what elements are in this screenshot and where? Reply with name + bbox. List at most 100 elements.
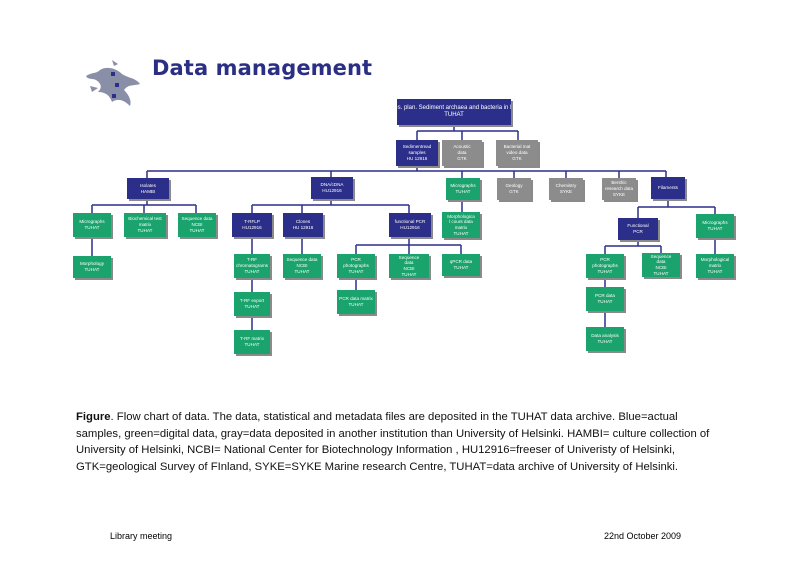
node-label: Bacterial mat — [503, 144, 531, 150]
slide-title: Data management — [152, 56, 373, 80]
node-label: video data — [506, 150, 528, 156]
node-label: GTK — [509, 189, 519, 194]
node-label: Filaments — [658, 185, 678, 191]
node-label: PCR data matrix — [339, 296, 373, 302]
node-label: Sequence data — [286, 257, 318, 263]
node-label: matrix — [138, 222, 152, 228]
node-label: HU 12916 — [406, 155, 428, 161]
node-label: NCBI — [403, 266, 415, 271]
node-label: TUHAT — [348, 268, 364, 274]
node-label: HU12916 — [322, 188, 342, 193]
node-label: TUHAT — [244, 304, 260, 309]
caption-label: Figure — [76, 411, 111, 423]
node-label: Data analysis — [591, 333, 619, 339]
node-label: Morphologica — [447, 213, 475, 219]
node-label: Sequence data — [181, 216, 213, 222]
node-label: functional PCR — [394, 219, 426, 225]
node-label: TUHAT — [453, 265, 469, 270]
node-label: T-RF export — [239, 298, 265, 304]
node-label: TUHAT — [707, 268, 723, 274]
footer-left: Library meeting — [110, 531, 173, 541]
node-filaments: Filaments — [651, 177, 685, 199]
node-label: HU12916 — [400, 225, 420, 230]
node-label: l count data — [449, 219, 473, 225]
node-label: TUHAT — [137, 227, 153, 233]
node-label: SYKE — [612, 191, 626, 197]
node-label: Benthic — [611, 180, 627, 186]
node-label: chromatograms — [236, 263, 268, 269]
footer-date: 22nd October 2009 — [604, 531, 682, 541]
node-label: Functional — [627, 223, 649, 229]
figure-caption: Figure. Flow chart of data. The data, st… — [76, 409, 726, 475]
node-label: TUHAT — [294, 268, 310, 274]
node-label: Chemistry — [555, 183, 577, 189]
node-label: PCR — [351, 257, 361, 263]
node-label: NCBI — [191, 222, 203, 228]
node-label: Micrographs — [450, 183, 476, 189]
node-label: Micrographs — [702, 220, 728, 226]
caption-text: . Flow chart of data. The data, statisti… — [76, 411, 710, 473]
node-label: Res. plan. Sediment archaea and bacteria… — [397, 104, 511, 111]
node-label: PCR — [600, 257, 610, 263]
node-label: Sedimentread — [402, 144, 432, 150]
node-label: NCBI — [296, 263, 308, 269]
node-label: TUHAT — [348, 302, 364, 307]
node-label: Acoustic — [453, 144, 471, 150]
node-label: T-RFLP — [244, 219, 260, 225]
node-label: TUHAT — [653, 270, 669, 276]
node-root: Res. plan. Sediment archaea and bacteria… — [397, 99, 511, 125]
node-label: Geology — [505, 183, 523, 189]
node-label: TUHAT — [597, 339, 613, 344]
node-label: TUHAT — [597, 299, 613, 304]
university-flame-logo-icon — [86, 60, 140, 106]
node-label: data — [656, 259, 666, 265]
node-label: TUHAT — [453, 230, 469, 236]
node-label: Sequence — [650, 253, 672, 259]
node-label: GTK — [457, 155, 467, 161]
node-label: T-RF — [246, 257, 258, 263]
node-label: TUHAT — [84, 267, 100, 272]
node-label: photographs — [343, 263, 369, 269]
node-label: HU 12916 — [292, 225, 314, 230]
node-label: TUHAT — [444, 112, 464, 118]
node-label: Clones — [295, 219, 311, 225]
node-label: PCR — [633, 229, 643, 234]
node-label: data — [457, 150, 467, 156]
node-label: TUHAT — [455, 189, 471, 194]
node-label: TUHAT — [84, 225, 100, 230]
node-label: TUHAT — [401, 271, 417, 277]
node-label: TUHAT — [189, 227, 205, 233]
node-label: TUHAT — [244, 268, 260, 274]
node-label: research data — [604, 186, 634, 192]
node-label: DNA/cDNA — [320, 182, 344, 188]
node-label: matrix — [708, 263, 722, 269]
node-label: NCBI — [655, 265, 667, 270]
node-label: TUHAT — [244, 342, 260, 347]
node-label: Morphological — [700, 257, 730, 263]
node-label: Morphology — [79, 261, 104, 267]
